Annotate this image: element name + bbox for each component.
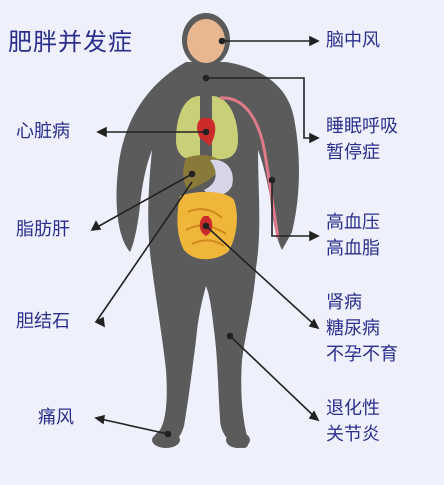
leader-bp bbox=[271, 180, 318, 237]
leader-liver bbox=[91, 173, 193, 231]
label-gallstone: 胆结石 bbox=[16, 309, 70, 335]
label-gallstone-text: 胆结石 bbox=[16, 311, 70, 332]
diagram-title: 肥胖并发症 bbox=[8, 28, 133, 56]
label-kidney-line2: 糖尿病 bbox=[326, 318, 380, 339]
label-gout: 痛风 bbox=[38, 405, 74, 431]
label-fatty-liver: 脂肪肝 bbox=[16, 217, 70, 243]
label-kidney: 肾病 糖尿病 不孕不育 bbox=[326, 290, 398, 368]
label-sleep-apnea: 睡眠呼吸 暂停症 bbox=[326, 114, 398, 166]
label-brain: 脑中风 bbox=[326, 28, 380, 54]
label-kidney-line3: 不孕不育 bbox=[326, 344, 398, 365]
artery-line bbox=[219, 96, 280, 239]
label-heart: 心脏病 bbox=[16, 119, 70, 145]
label-bp-line1: 高血压 bbox=[326, 212, 380, 233]
label-sleep-line2: 暂停症 bbox=[326, 142, 380, 163]
label-heart-text: 心脏病 bbox=[16, 121, 70, 142]
label-blood-pressure: 高血压 高血脂 bbox=[326, 210, 380, 262]
lungs bbox=[176, 96, 238, 160]
leader-gout bbox=[95, 417, 169, 435]
leader-arthritis bbox=[229, 335, 319, 421]
label-fatty-liver-text: 脂肪肝 bbox=[16, 219, 70, 240]
label-arthritis-line2: 关节炎 bbox=[326, 424, 380, 445]
stomach bbox=[204, 159, 233, 196]
label-bp-line2: 高血脂 bbox=[326, 238, 380, 259]
label-arthritis: 退化性 关节炎 bbox=[326, 396, 380, 448]
head-brain bbox=[187, 19, 225, 63]
label-gout-text: 痛风 bbox=[38, 407, 74, 428]
label-kidney-line1: 肾病 bbox=[326, 292, 362, 313]
label-sleep-line1: 睡眠呼吸 bbox=[326, 116, 398, 137]
label-brain-text: 脑中风 bbox=[326, 30, 380, 51]
label-arthritis-line1: 退化性 bbox=[326, 398, 380, 419]
leader-gallstone bbox=[95, 181, 193, 323]
leader-kidney bbox=[205, 225, 319, 329]
leader-lines bbox=[90, 35, 320, 438]
